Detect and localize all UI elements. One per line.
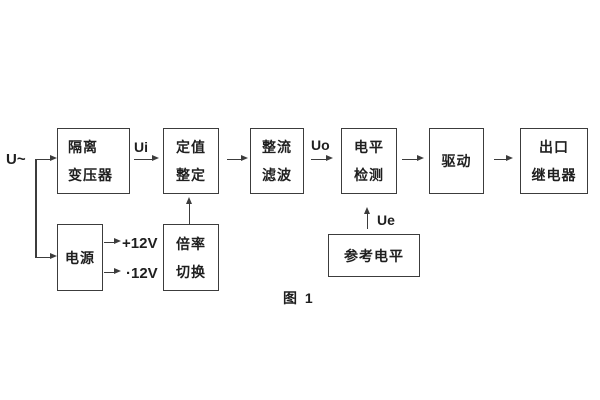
block-level-detection: 电平 检测: [341, 128, 397, 194]
block-label-line: 倍率: [176, 235, 206, 252]
block-label-line: 隔离: [68, 139, 98, 155]
arrow-ratio-to-setting: [185, 197, 192, 224]
figure-caption: 图 1: [283, 290, 315, 306]
block-power-supply: 电源: [57, 224, 103, 291]
block-reference-level: 参考电平: [328, 234, 420, 277]
block-label-line: 参考电平: [344, 247, 404, 264]
block-label-line: 定值: [176, 139, 206, 155]
block-label-line: 继电器: [531, 167, 577, 183]
arrow-level-to-drive: [402, 155, 424, 162]
signal-label-minus12v: ·12V: [126, 265, 158, 282]
block-label-line: 滤波: [262, 167, 292, 183]
block-label-line: 出口: [539, 139, 569, 155]
block-label-line: 电源: [65, 249, 95, 266]
block-drive: 驱动: [429, 128, 484, 194]
signal-label-ui: Ui: [134, 139, 148, 155]
arrow-drive-to-relay: [494, 155, 513, 162]
signal-label-ue: Ue: [377, 212, 395, 228]
signal-label-input: U~: [6, 151, 26, 168]
block-label-line: 驱动: [441, 153, 472, 169]
arrow-power-to-plus12: [104, 238, 121, 245]
block-output-relay: 出口 继电器: [520, 128, 588, 194]
block-rectifier-filter: 整流 滤波: [250, 128, 304, 194]
arrow-transformer-to-setting: [134, 155, 159, 162]
arrow-rectifier-to-level: [311, 155, 333, 162]
block-isolation-transformer: 隔离 变压器: [57, 128, 130, 194]
signal-label-uo: Uo: [311, 137, 330, 153]
signal-label-plus12v: +12V: [122, 235, 158, 252]
block-label-line: 变压器: [68, 167, 113, 183]
block-label-line: 整流: [262, 139, 292, 155]
block-label-line: 整定: [176, 167, 206, 183]
arrow-input-to-transformer: [35, 155, 57, 162]
block-label-line: 检测: [354, 167, 384, 183]
arrow-setting-to-rectifier: [227, 155, 248, 162]
arrow-reference-to-level: [363, 207, 370, 229]
line-input-branch: [35, 159, 37, 258]
arrow-input-to-power: [36, 253, 57, 260]
block-ratio-switch: 倍率 切换: [163, 224, 219, 291]
arrow-power-to-minus12: [104, 268, 121, 275]
block-label-line: 切换: [176, 263, 206, 280]
block-label-line: 电平: [354, 139, 384, 155]
block-setting-adjust: 定值 整定: [163, 128, 219, 194]
